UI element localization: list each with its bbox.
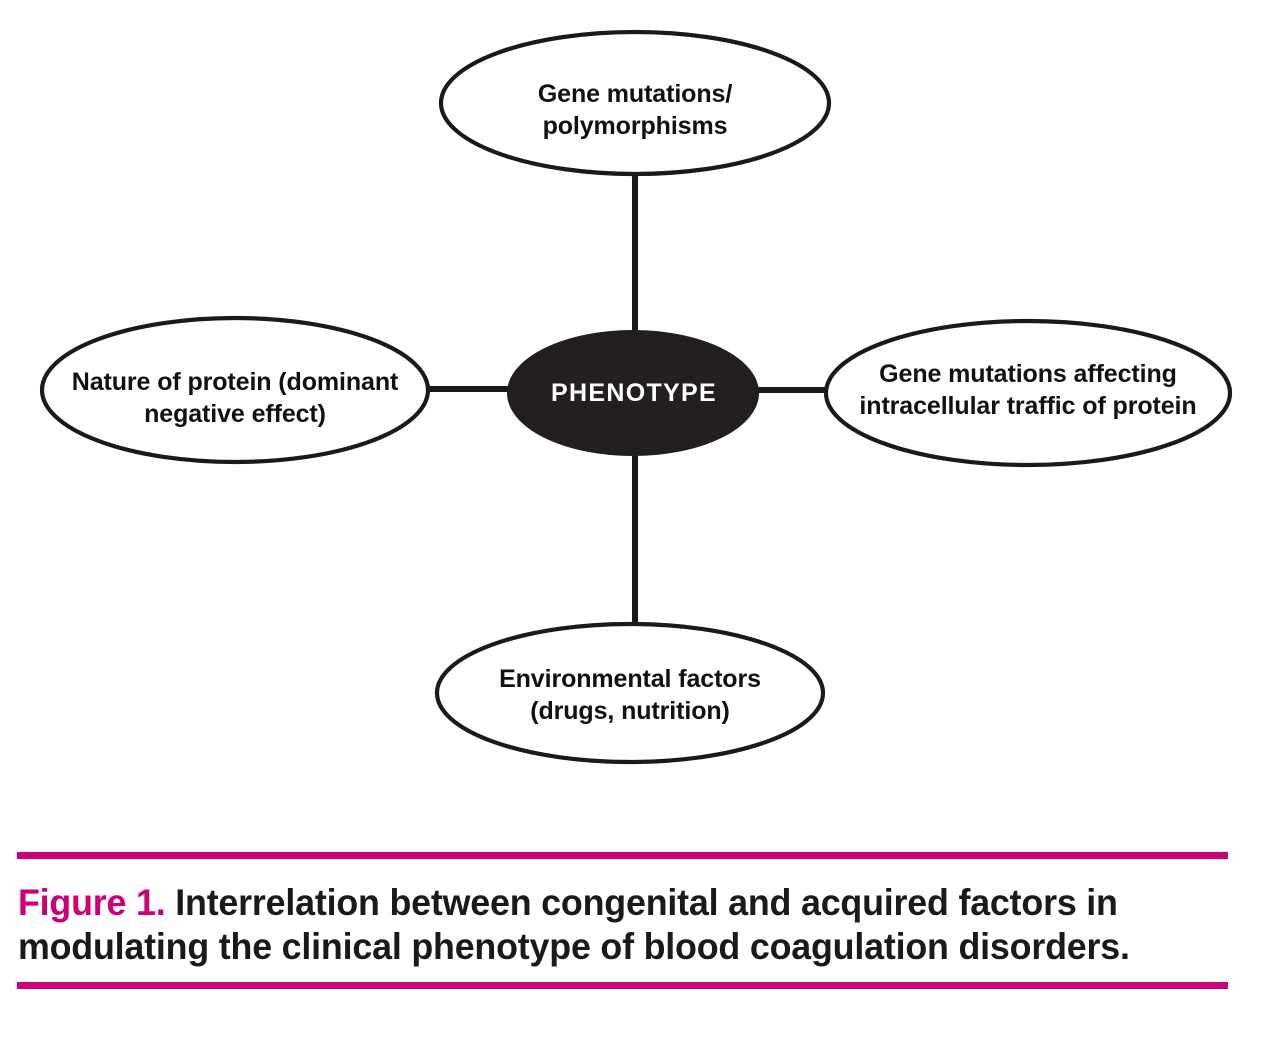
node-ellipse-bottom (434, 621, 826, 765)
node-intracellular-traffic[interactable]: Gene mutations affecting intracellular t… (823, 318, 1233, 468)
diagram-canvas: Gene mutations/ polymorphisms Nature of … (39, 29, 1233, 765)
caption-rule-top (17, 852, 1228, 859)
caption-rule-bottom (17, 982, 1228, 989)
concept-map-svg: Gene mutations/ polymorphisms Nature of … (39, 29, 1233, 765)
figure-caption: Figure 1. Interrelation between congenit… (17, 859, 1174, 982)
node-top-line-1: Gene mutations/ (538, 80, 733, 108)
node-top-line-2: polymorphisms (543, 112, 728, 140)
node-ellipse-top (438, 29, 832, 177)
node-nature-of-protein[interactable]: Nature of protein (dominant negative eff… (39, 315, 431, 465)
node-center-label: PHENOTYPE (551, 379, 717, 407)
node-ellipse-center (507, 330, 759, 456)
node-left-line-2: negative effect) (144, 400, 326, 428)
node-ellipse-right (823, 318, 1233, 468)
node-right-line-2: intracellular traffic of protein (859, 392, 1196, 420)
node-gene-mutations-polymorphisms[interactable]: Gene mutations/ polymorphisms (438, 29, 832, 177)
node-left-line-1: Nature of protein (dominant (72, 368, 399, 396)
node-environmental-factors[interactable]: Environmental factors (drugs, nutrition) (434, 621, 826, 765)
node-phenotype[interactable]: PHENOTYPE (507, 330, 759, 456)
node-ellipse-left (39, 315, 431, 465)
figure-number-label: Figure 1. (17, 881, 166, 923)
figure-caption-body: Interrelation between congenital and acq… (17, 881, 1130, 967)
node-right-line-1: Gene mutations affecting (879, 360, 1177, 388)
figure-caption-block: Figure 1. Interrelation between congenit… (17, 852, 1228, 989)
node-bottom-line-1: Environmental factors (499, 665, 761, 693)
node-bottom-line-2: (drugs, nutrition) (530, 697, 730, 725)
